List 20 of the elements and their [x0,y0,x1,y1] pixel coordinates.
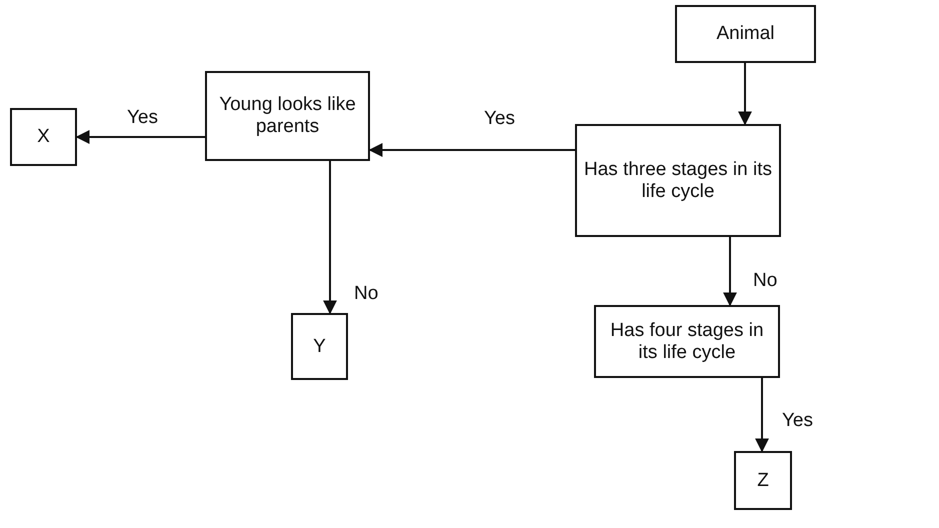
arrow [723,237,737,306]
box-text: Y [313,336,326,358]
process-box [205,71,370,161]
process-box [10,108,77,166]
arrow [76,130,205,144]
arrow [323,161,337,314]
process-box [575,124,781,237]
box-text: Z [757,470,769,492]
arrow [738,63,752,126]
box-text: Young looks like parents [218,94,357,138]
process-box [675,5,816,63]
box-text: Has three stages in its life cycle [583,158,773,202]
process-box [594,305,780,378]
box-text: X [37,126,50,148]
box-text: Has four stages in its life cycle [609,320,765,364]
arrow [755,378,769,452]
arrow [368,143,575,157]
process-box [734,451,792,510]
process-box [291,313,348,380]
box-text: Animal [716,23,775,45]
